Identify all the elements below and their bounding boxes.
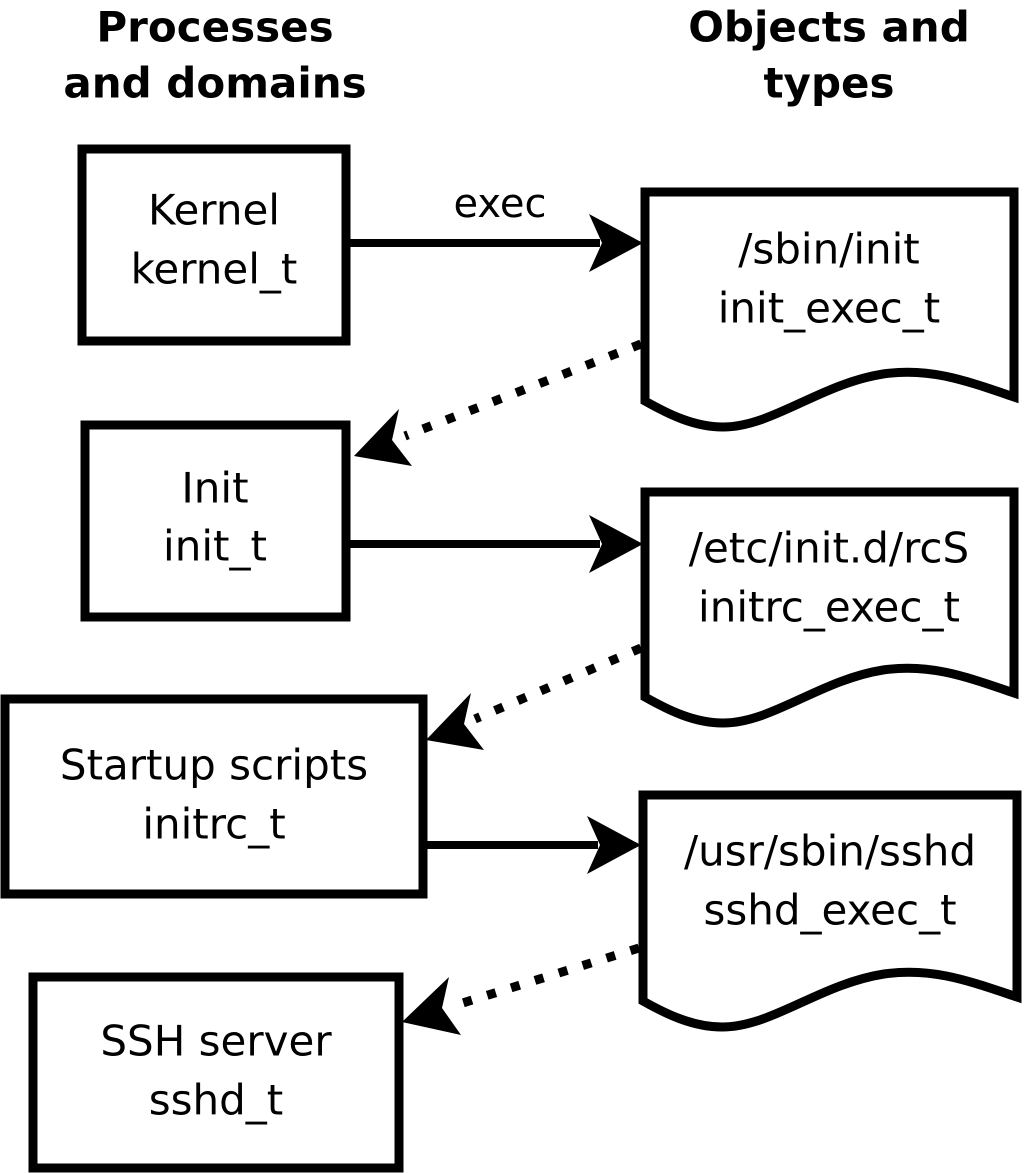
node-initrc-box[interactable] bbox=[0, 694, 428, 899]
arrowhead-icon bbox=[587, 816, 641, 874]
arrowhead-icon bbox=[589, 515, 643, 573]
node-init-line1: Init bbox=[181, 464, 248, 513]
node-sshd-box[interactable] bbox=[28, 972, 404, 1173]
edge-init-exec-initrc_exec bbox=[350, 515, 643, 573]
node-kernel-box[interactable] bbox=[77, 144, 351, 346]
node-init_exec-document-shape[interactable] bbox=[640, 187, 1019, 432]
edge-kernel-exec-init_exec: exec bbox=[350, 181, 643, 272]
edge-initrc-exec-sshd_exec bbox=[427, 816, 641, 874]
node-init-line2: init_t bbox=[163, 522, 267, 571]
column-header-processes: Processes and domains bbox=[63, 3, 366, 108]
node-init_exec-line1: /sbin/init bbox=[738, 225, 920, 274]
arrowhead-icon bbox=[354, 409, 412, 466]
edge-line bbox=[451, 943, 641, 1011]
node-initrc_exec-document-shape[interactable] bbox=[640, 487, 1019, 728]
arrowhead-icon bbox=[589, 214, 643, 272]
node-init_exec[interactable]: /sbin/init init_exec_t bbox=[640, 187, 1019, 432]
node-sshd-line1: SSH server bbox=[100, 1017, 332, 1066]
node-kernel-line1: Kernel bbox=[148, 186, 280, 235]
node-kernel[interactable]: Kernel kernel_t bbox=[77, 144, 351, 346]
column-header-objects-line2: types bbox=[763, 59, 894, 108]
column-header-processes-line1: Processes bbox=[96, 3, 333, 52]
column-header-objects: Objects and types bbox=[688, 3, 970, 108]
arrowhead-icon bbox=[402, 977, 461, 1035]
edge-sshd_exec-transition-sshd bbox=[402, 943, 641, 1035]
node-sshd_exec[interactable]: /usr/sbin/sshd sshd_exec_t bbox=[638, 790, 1022, 1032]
node-initrc-line2: initrc_t bbox=[142, 800, 285, 849]
node-initrc_exec-line2: initrc_exec_t bbox=[698, 583, 960, 632]
column-header-objects-line1: Objects and bbox=[688, 3, 970, 52]
edge-label-exec: exec bbox=[454, 181, 547, 227]
node-initrc-line1: Startup scripts bbox=[60, 741, 368, 790]
column-header-processes-line2: and domains bbox=[63, 59, 366, 108]
node-sshd_exec-line1: /usr/sbin/sshd bbox=[684, 827, 976, 876]
arrowhead-icon bbox=[426, 693, 484, 750]
node-init_exec-line2: init_exec_t bbox=[718, 284, 941, 333]
node-sshd[interactable]: SSH server sshd_t bbox=[28, 972, 404, 1173]
edge-line bbox=[473, 643, 643, 724]
edge-initrc_exec-transition-initrc bbox=[426, 643, 643, 750]
edge-init_exec-transition-init bbox=[354, 339, 643, 466]
node-init[interactable]: Init init_t bbox=[80, 420, 351, 622]
node-initrc_exec[interactable]: /etc/init.d/rcS initrc_exec_t bbox=[640, 487, 1019, 728]
node-initrc_exec-line1: /etc/init.d/rcS bbox=[689, 524, 969, 573]
edge-line bbox=[403, 339, 643, 441]
node-sshd_exec-line2: sshd_exec_t bbox=[703, 886, 956, 935]
node-sshd_exec-document-shape[interactable] bbox=[638, 790, 1022, 1032]
node-init-box[interactable] bbox=[80, 420, 351, 622]
node-kernel-line2: kernel_t bbox=[131, 245, 298, 294]
node-initrc[interactable]: Startup scripts initrc_t bbox=[0, 694, 428, 899]
node-sshd-line2: sshd_t bbox=[149, 1076, 284, 1125]
